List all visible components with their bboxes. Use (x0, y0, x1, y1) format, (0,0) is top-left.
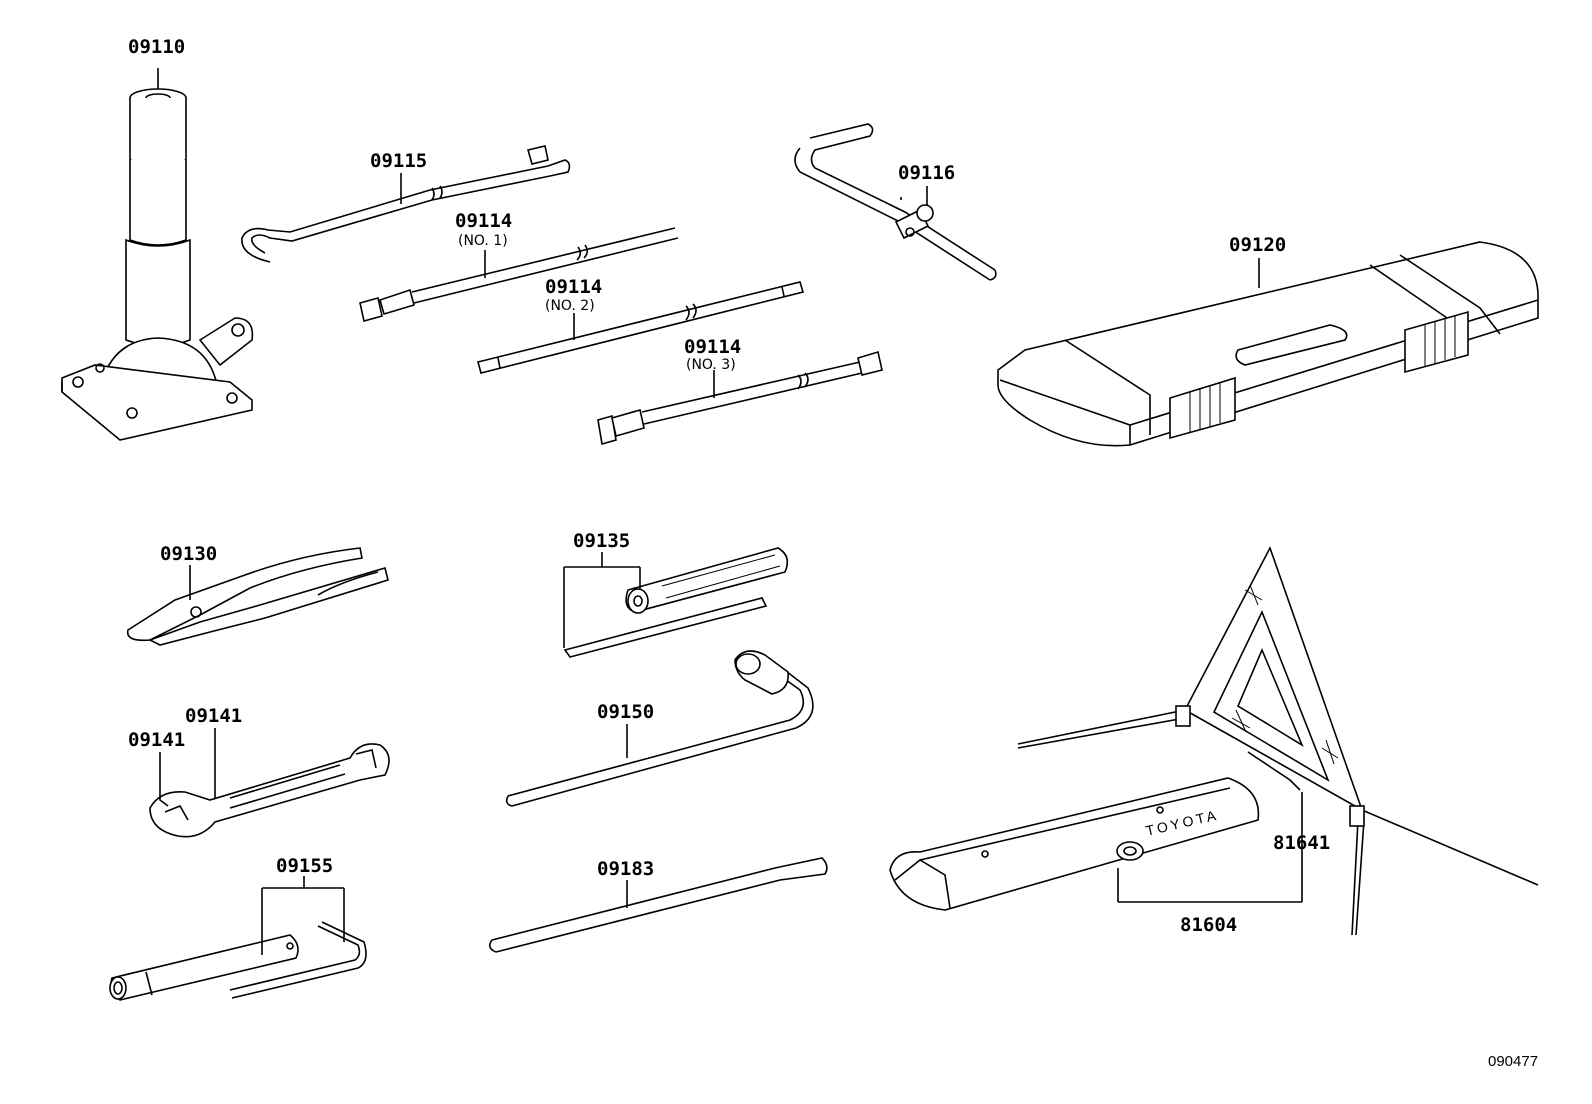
label-81641: 81641 (1273, 832, 1331, 854)
label-09155: 09155 (276, 855, 334, 877)
jack-illustration (61, 68, 254, 441)
illustration-reference-code: 090477 (1488, 1053, 1539, 1070)
label-09120: 09120 (1229, 234, 1287, 256)
wrench-illustration (149, 728, 390, 838)
label-09130: 09130 (160, 543, 218, 565)
label-09114-no2: 09114 (545, 276, 603, 298)
label-09114-no1: 09114 (455, 210, 513, 232)
label-09114-no3-note: (NO. 3) (686, 357, 736, 373)
crank-handle-illustration (794, 123, 997, 281)
socket-wrench-illustration (109, 876, 367, 1001)
extension-bar-no3-illustration (597, 350, 883, 446)
lug-wrench-illustration (505, 650, 814, 807)
label-09150: 09150 (597, 701, 655, 723)
warning-triangle-illustration (1017, 546, 1539, 936)
label-09114-no3: 09114 (684, 336, 742, 358)
label-09114-no2-note: (NO. 2) (545, 298, 595, 314)
jack-handle-illustration (241, 145, 571, 263)
triangle-case-illustration (889, 777, 1302, 911)
tool-case-illustration (997, 241, 1539, 447)
pliers-illustration (126, 547, 389, 646)
tire-iron-illustration (488, 857, 828, 953)
extension-bar-no2-illustration (477, 281, 805, 374)
label-09114-no1-note: (NO. 1) (458, 233, 508, 249)
label-09115: 09115 (370, 150, 428, 172)
label-09183: 09183 (597, 858, 655, 880)
screwdriver-illustration (563, 547, 789, 658)
label-09141-upper: 09141 (185, 705, 243, 727)
label-09141-lower: 09141 (128, 729, 186, 751)
label-81604: 81604 (1180, 914, 1238, 936)
label-09116: 09116 (898, 162, 956, 184)
extension-bar-no1-illustration (359, 227, 679, 322)
label-09110: 09110 (128, 36, 186, 58)
label-09135: 09135 (573, 530, 631, 552)
